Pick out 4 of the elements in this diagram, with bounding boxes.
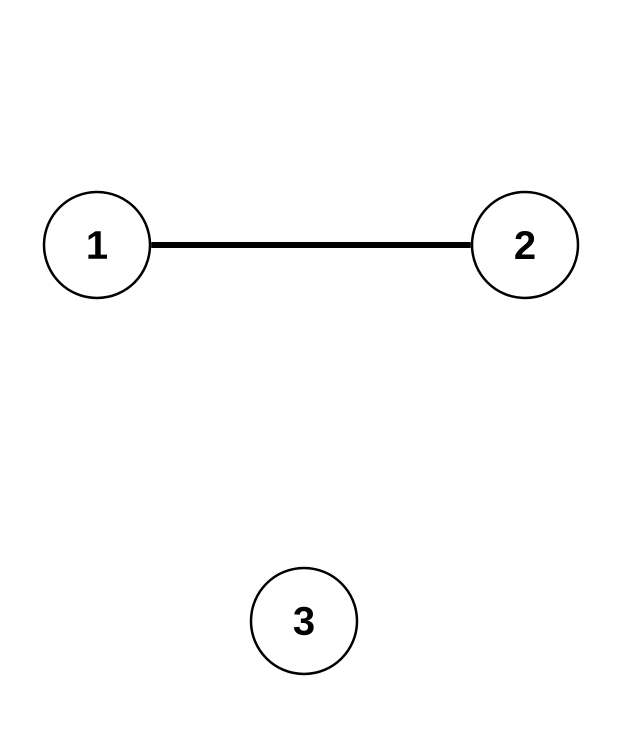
circle-node: 3: [250, 566, 358, 676]
connector-line: [151, 242, 471, 248]
circle-node: 1: [42, 190, 152, 300]
circle-node: 2: [470, 190, 580, 300]
